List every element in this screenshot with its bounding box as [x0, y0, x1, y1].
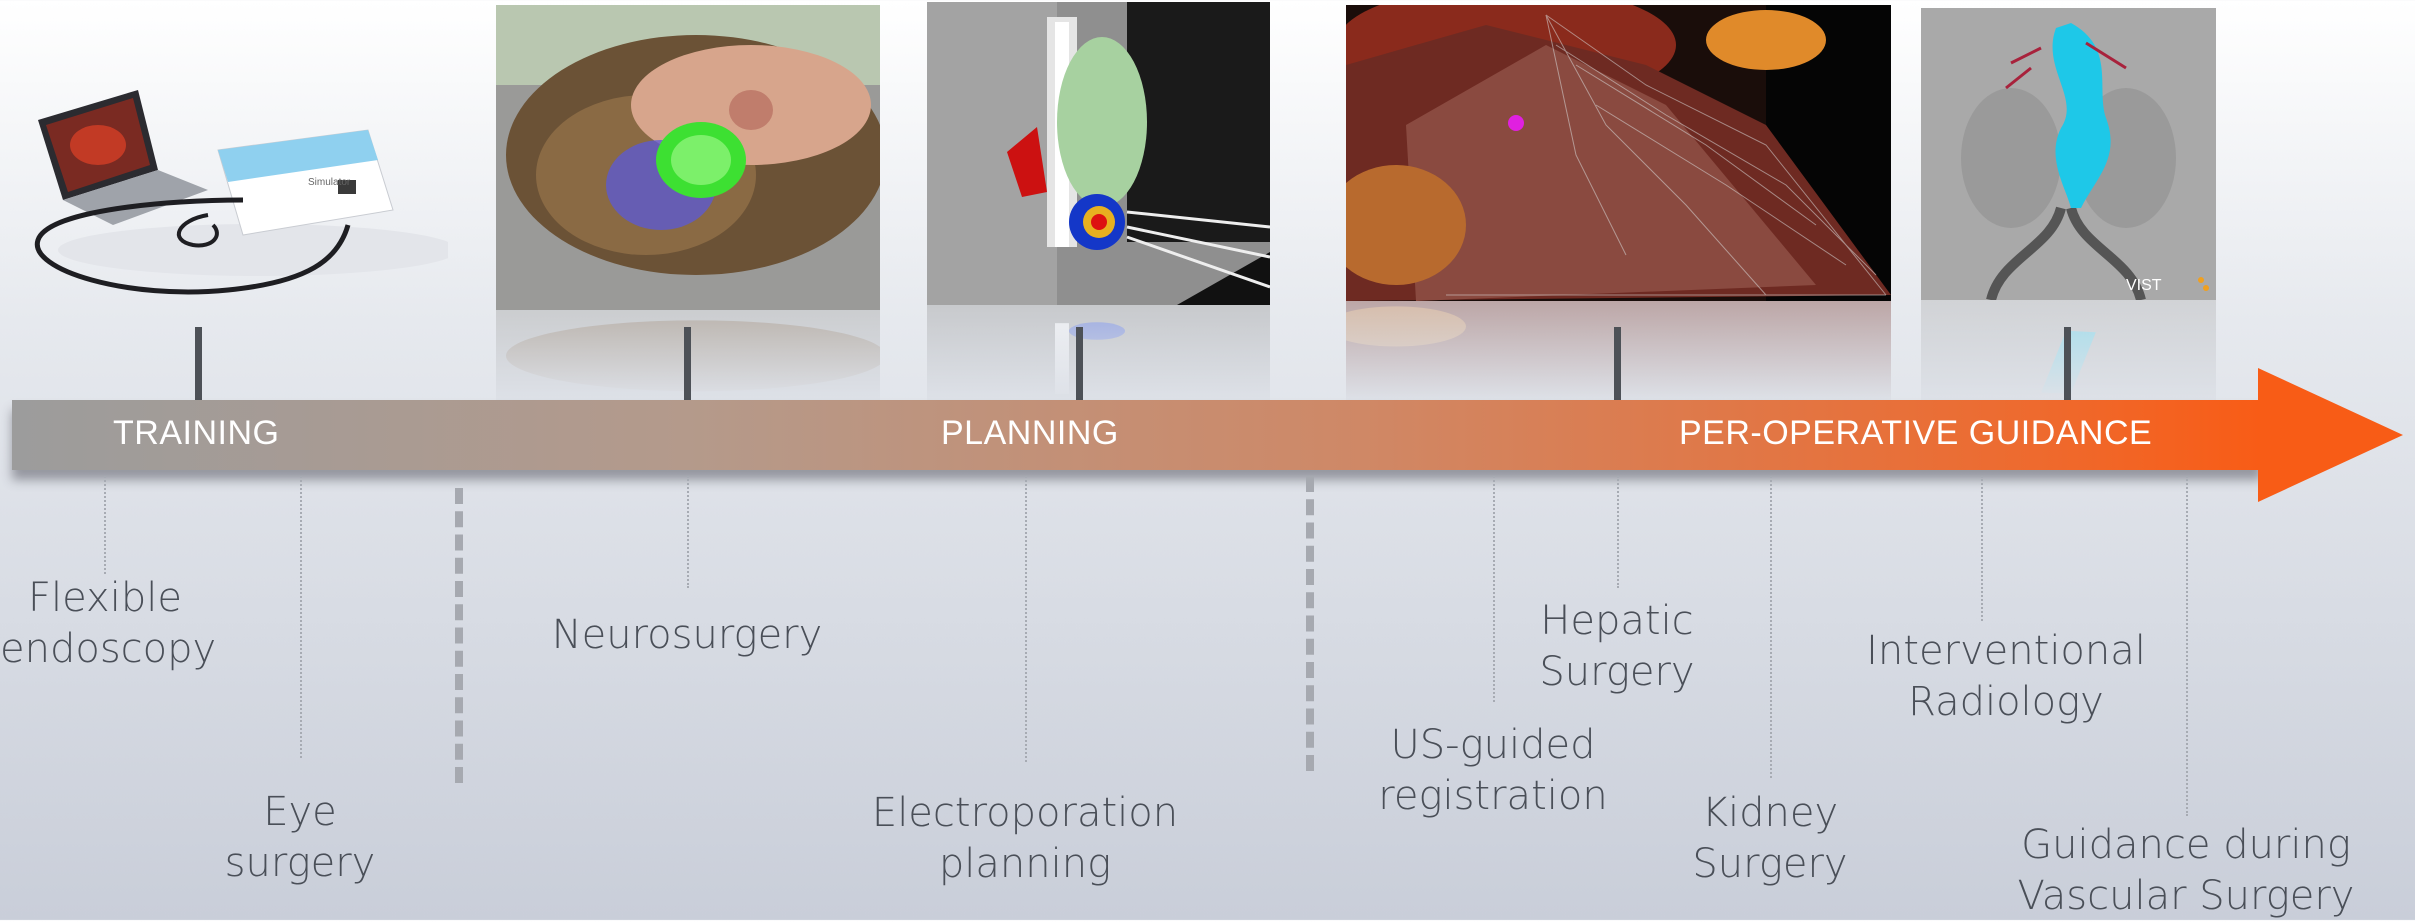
- label-vascular: Guidance during Vascular Surgery: [2017, 822, 2355, 919]
- label-hepatic: Hepatic Surgery: [1539, 598, 1695, 695]
- stem-training: [195, 327, 202, 400]
- leader-us-guided: [1493, 476, 1495, 702]
- timeline-band: [12, 400, 2262, 470]
- separator-training-planning: [455, 488, 463, 783]
- label-eye-surgery: Eye surgery: [224, 789, 376, 886]
- timeline-arrowhead: [2258, 368, 2403, 502]
- leader-neurosurgery: [687, 476, 689, 588]
- electroporation-ct-image: [927, 2, 1270, 305]
- label-interventional: Interventional Radiology: [1866, 628, 2146, 725]
- label-electroporation: Electroporation planning: [871, 790, 1179, 887]
- vascular-vist-image: VIST: [1921, 8, 2216, 300]
- label-kidney: Kidney Surgery: [1692, 790, 1848, 887]
- leader-eye-surgery: [300, 476, 302, 758]
- phase-training: TRAINING: [113, 414, 280, 452]
- hepatic-surgery-image: [1346, 5, 1891, 301]
- electroporation-reflection: [927, 305, 1270, 400]
- separator-planning-guidance: [1306, 476, 1314, 771]
- phase-planning: PLANNING: [941, 414, 1119, 452]
- stem-vascular: [2064, 327, 2071, 400]
- vist-text: VIST: [2126, 277, 2162, 294]
- stem-hepatic: [1614, 327, 1621, 400]
- stem-electroporation: [1076, 327, 1083, 400]
- stem-neurosurgery: [684, 327, 691, 400]
- neurosurgery-image: [496, 5, 880, 310]
- leader-interventional: [1981, 476, 1983, 621]
- leader-electroporation: [1025, 476, 1027, 762]
- label-flexible-endoscopy: Flexible endoscopy: [0, 575, 217, 672]
- label-neurosurgery: Neurosurgery: [551, 612, 823, 658]
- leader-flexible-endoscopy: [104, 476, 106, 574]
- leader-vascular: [2186, 476, 2188, 816]
- phase-guidance: PER-OPERATIVE GUIDANCE: [1679, 414, 2153, 452]
- simulator-text: Simulator: [308, 177, 351, 188]
- label-us-guided: US-guided registration: [1378, 722, 1608, 819]
- leader-hepatic: [1617, 476, 1619, 588]
- leader-kidney: [1770, 476, 1772, 778]
- endoscopy-simulator-image: Simulator: [8, 50, 448, 330]
